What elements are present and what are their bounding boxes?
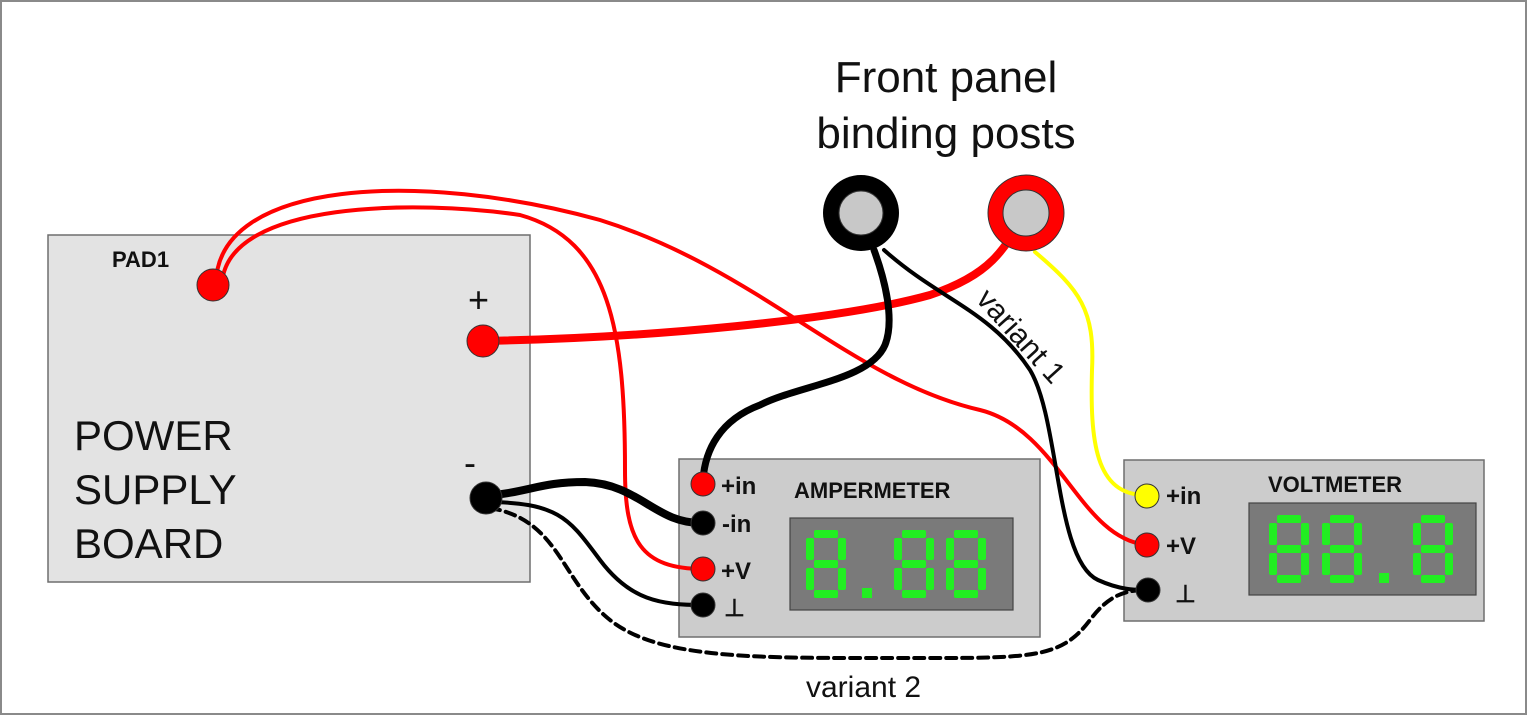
power-supply-label-line2: SUPPLY (74, 466, 237, 513)
ampermeter-digit-3-segment-6 (978, 568, 986, 590)
voltmeter-digit-1-segment-0 (1330, 515, 1354, 523)
voltmeter-plus-in-pad (1134, 483, 1160, 509)
power-supply-label-line3: BOARD (74, 520, 223, 567)
voltmeter-digit-3-segment-1 (1421, 545, 1445, 553)
voltmeter-plus-v-pad (1134, 532, 1160, 558)
variant2-label: variant 2 (806, 671, 921, 704)
voltmeter-digit-0-segment-2 (1277, 575, 1301, 583)
voltmeter-terminal-plus-v: +V (1166, 533, 1196, 560)
voltmeter-digit-1-segment-5 (1322, 553, 1330, 575)
pad1-label: PAD1 (112, 247, 169, 272)
voltmeter-digit-0-segment-5 (1269, 553, 1277, 575)
wire-pad1-to-voltmeter-plus-v (214, 188, 1150, 547)
ampermeter-terminal-minus-in: -in (722, 511, 751, 538)
voltmeter-digit-3-segment-4 (1445, 523, 1453, 545)
voltmeter: VOLTMETER +in +V ⊥ (1123, 459, 1485, 622)
psu-minus-pad (469, 481, 503, 515)
wires (214, 188, 1150, 661)
voltmeter-digit-0-segment-6 (1301, 553, 1309, 575)
ampermeter-digit-2-segment-1 (902, 560, 926, 568)
voltmeter-digit-1-segment-4 (1354, 523, 1362, 545)
ampermeter-ground-pad (690, 592, 716, 618)
voltmeter-digit-3-segment-5 (1413, 553, 1421, 575)
plus-label: + (468, 279, 489, 320)
voltmeter-digit-0-segment-0 (1277, 515, 1301, 523)
ampermeter-digit-0-segment-6 (838, 568, 846, 590)
ampermeter-terminal-plus-v: +V (721, 558, 751, 585)
ampermeter-digit-2-segment-6 (926, 568, 934, 590)
ampermeter-digit-3-segment-5 (946, 568, 954, 590)
power-supply-label-line1: POWER (74, 412, 233, 459)
voltmeter-digit-0-segment-4 (1301, 523, 1309, 545)
ampermeter-digit-2-segment-2 (902, 590, 926, 598)
power-supply-board: POWER SUPPLY BOARD PAD1 + - (47, 234, 531, 583)
ampermeter: AMPERMETER +in -in +V ⊥ (678, 458, 1041, 638)
ampermeter-digit-3-segment-2 (954, 590, 978, 598)
ampermeter-plus-v-pad (690, 556, 716, 582)
black-post-center (838, 190, 884, 236)
voltmeter-digit-3-segment-2 (1421, 575, 1445, 583)
ampermeter-char-1-dot (862, 588, 872, 598)
black-binding-post (823, 175, 899, 251)
voltmeter-label: VOLTMETER (1268, 472, 1402, 497)
ampermeter-terminal-plus-in: +in (721, 473, 756, 500)
ampermeter-digit-0-segment-4 (838, 538, 846, 560)
voltmeter-digit-1-segment-3 (1322, 523, 1330, 545)
power-supply-body (47, 234, 531, 583)
voltmeter-ground-pad (1135, 577, 1161, 603)
ampermeter-digit-2-segment-3 (894, 538, 902, 560)
psu-plus-pad (466, 324, 500, 358)
wire-pad1-to-ampermeter-plus-v (220, 205, 706, 571)
ampermeter-digit-0-segment-5 (806, 568, 814, 590)
wire-red-post-to-voltmeter-plus-in (1033, 250, 1147, 497)
red-binding-post (987, 174, 1065, 252)
wire-variant1-black-post-to-voltmeter-ground (882, 248, 1150, 592)
ampermeter-digit-3-segment-0 (954, 530, 978, 538)
ampermeter-digit-3-segment-3 (946, 538, 954, 560)
ampermeter-digit-0-segment-1 (814, 560, 838, 568)
ampermeter-digit-3-segment-1 (954, 560, 978, 568)
ampermeter-minus-in-pad (690, 510, 716, 536)
ampermeter-terminal-ground: ⊥ (724, 595, 745, 622)
wire-variant2-psu-minus-to-voltmeter-ground (488, 506, 1147, 661)
pad1 (196, 268, 230, 302)
voltmeter-digit-1-segment-6 (1354, 553, 1362, 575)
voltmeter-digit-3-segment-0 (1421, 515, 1445, 523)
connection-pads (196, 268, 1161, 618)
wire-black-post-to-ampermeter-plus-in (699, 246, 893, 484)
voltmeter-digit-0-segment-1 (1277, 545, 1301, 553)
ampermeter-digit-0-segment-0 (814, 530, 838, 538)
voltmeter-digits (1269, 515, 1453, 583)
ampermeter-digit-0-segment-3 (806, 538, 814, 560)
red-post-center (1002, 189, 1050, 237)
wire-psu-minus-to-ampermeter-minus-in (481, 478, 707, 528)
ampermeter-digit-2-segment-5 (894, 568, 902, 590)
voltmeter-digit-3-segment-3 (1413, 523, 1421, 545)
wire-psu-plus-to-red-post (478, 208, 1029, 345)
ampermeter-digit-3-segment-4 (978, 538, 986, 560)
wire-psu-minus-to-ampermeter-ground (483, 500, 705, 607)
voltmeter-digit-1-segment-1 (1330, 545, 1354, 553)
ampermeter-label: AMPERMETER (794, 478, 951, 503)
voltmeter-digit-3-segment-6 (1445, 553, 1453, 575)
voltmeter-terminal-plus-in: +in (1166, 483, 1201, 510)
ampermeter-digit-2-segment-0 (902, 530, 926, 538)
ampermeter-digit-0-segment-2 (814, 590, 838, 598)
voltmeter-char-2-dot (1379, 573, 1389, 583)
voltmeter-terminal-ground: ⊥ (1175, 581, 1196, 608)
title-line1: Front panel (835, 53, 1058, 102)
ampermeter-digit-2-segment-4 (926, 538, 934, 560)
title-line2: binding posts (816, 109, 1075, 158)
voltmeter-digit-1-segment-2 (1330, 575, 1354, 583)
ampermeter-digits (806, 530, 986, 598)
voltmeter-digit-0-segment-3 (1269, 523, 1277, 545)
ampermeter-plus-in-pad (690, 471, 716, 497)
minus-label: - (464, 442, 476, 483)
